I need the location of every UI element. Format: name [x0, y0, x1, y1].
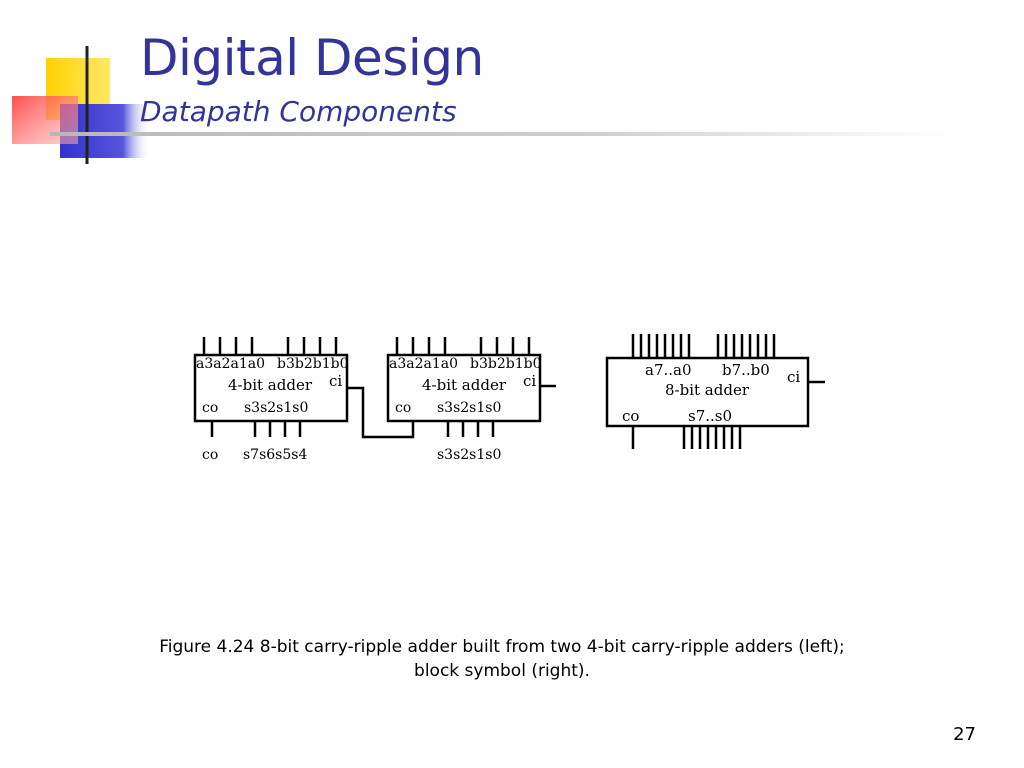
slide-subtitle: Datapath Components — [140, 95, 457, 128]
right-adder-name: 4-bit adder — [422, 376, 507, 394]
output-co-label: co — [202, 447, 218, 463]
caption-line-1: Figure 4.24 8-bit carry-ripple adder bui… — [159, 637, 845, 657]
block-symbol-output-pins — [631, 426, 742, 449]
left-adder-ci-label: ci — [329, 372, 342, 390]
right-adder-input-pins — [395, 337, 531, 355]
left-adder-output-pins — [210, 421, 302, 437]
right-adder-ci-label: ci — [523, 372, 536, 390]
left-adder-a-label: a3a2a1a0 — [196, 356, 265, 372]
right-adder-output-pins — [446, 421, 495, 437]
block-b-label: b7..b0 — [722, 361, 770, 379]
output-low-sum-label: s3s2s1s0 — [437, 447, 501, 463]
block-sum-label: s7..s0 — [688, 407, 732, 425]
block-a-label: a7..a0 — [645, 361, 692, 379]
left-adder-name: 4-bit adder — [228, 376, 313, 394]
block-symbol-input-pins — [631, 334, 776, 358]
left-adder-input-pins — [202, 337, 338, 355]
block-co-label: co — [622, 407, 639, 425]
page-number: 27 — [953, 724, 976, 745]
figure-caption: Figure 4.24 8-bit carry-ripple adder bui… — [112, 635, 892, 683]
corner-decoration — [12, 46, 150, 164]
slide-title: Digital Design — [140, 29, 484, 87]
title-rule — [50, 132, 950, 136]
right-adder-a-label: a3a2a1a0 — [389, 356, 458, 372]
output-high-sum-label: s7s6s5s4 — [243, 447, 307, 463]
carry-wire — [347, 386, 415, 439]
left-adder-b-label: b3b2b1b0 — [277, 356, 348, 372]
left-adder-co-label: co — [202, 400, 218, 416]
right-adder-sum-label: s3s2s1s0 — [437, 400, 501, 416]
caption-line-2: block symbol (right). — [414, 661, 590, 681]
block-name: 8-bit adder — [665, 381, 750, 399]
block-ci-label: ci — [787, 368, 800, 386]
right-adder-b-label: b3b2b1b0 — [470, 356, 541, 372]
right-adder-co-label: co — [395, 400, 411, 416]
left-adder-sum-label: s3s2s1s0 — [244, 400, 308, 416]
